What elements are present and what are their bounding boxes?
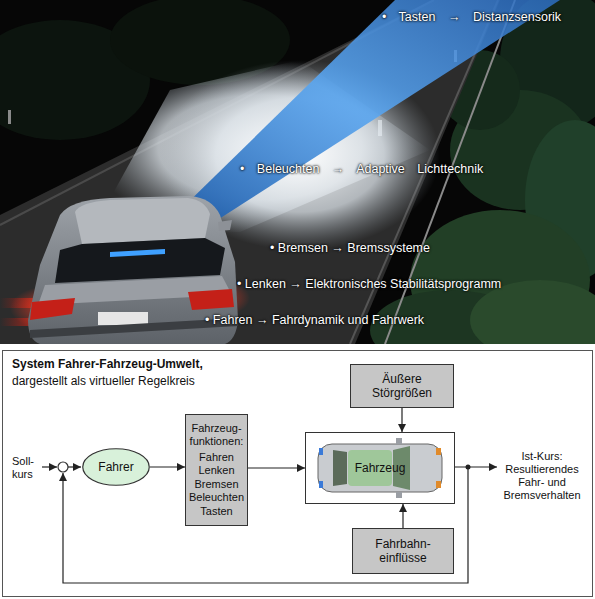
function-label: • Fahren → Fahrdynamik und Fahrwerk: [205, 313, 424, 327]
trees: [0, 0, 595, 344]
rear-window: [333, 450, 347, 486]
rear-light: [319, 481, 323, 488]
tail-light: [188, 289, 234, 310]
summing-junction: [58, 462, 68, 472]
function-label: • Tasten → Distanzsensorik: [382, 10, 561, 24]
node-item: Lenken: [198, 464, 234, 478]
function-label: • Bremsen → Bremssysteme: [270, 241, 430, 255]
flow-arrow: [150, 466, 185, 467]
input-arrow: [42, 466, 57, 467]
input-label: Soll- kurs: [12, 455, 44, 481]
road-influence-box: Fahrbahn- einflüsse: [352, 528, 454, 574]
front-light: [436, 481, 441, 488]
vehicle-box-fill: [305, 432, 455, 504]
diagram-title: System Fahrer-Fahrzeug-Umwelt, dargestel…: [12, 356, 252, 390]
vehicle-box: Fahrzeug: [305, 432, 455, 504]
rear-window: [55, 238, 225, 283]
node-item: Tasten: [200, 505, 232, 519]
front-light: [436, 448, 441, 455]
node-item: Bremsen: [194, 478, 238, 492]
car-body: [318, 444, 442, 492]
node-text: Fahrzeug: [355, 461, 406, 475]
side-mirror: [396, 438, 402, 444]
node-item: Fahren: [199, 451, 234, 465]
driver-ellipse: Fahrer: [82, 448, 150, 486]
sensor-beam: [172, 0, 560, 226]
flow-arrow: [402, 504, 403, 528]
tail-light: [30, 298, 75, 320]
ellipse-shape: [83, 449, 150, 486]
junction-arrow: [68, 466, 81, 467]
rear-light: [319, 448, 323, 455]
node-text: Fahrer: [98, 460, 133, 474]
node-text: Fahrzeug- funktionen:: [188, 422, 245, 449]
output-arrow: [455, 466, 497, 467]
license-plate: [98, 312, 148, 325]
node-item: Beleuchten: [189, 491, 244, 505]
panel-frame: [3, 351, 593, 597]
brake-light-strip: [110, 249, 165, 257]
side-mirror: [218, 220, 232, 231]
disturbance-box: Äußere Störgrößen: [350, 364, 454, 408]
flow-arrow: [248, 467, 305, 468]
function-label: • Lenken → Elektronisches Stabilitätspro…: [237, 277, 501, 291]
delineator-post: [8, 110, 11, 124]
side-mirror: [396, 492, 402, 498]
car-top-view: [318, 438, 442, 498]
function-label: • Beleuchten → Adaptive Lichttechnik: [240, 162, 483, 176]
output-label: Ist-Kurs: Resultierendes Fahr- und Brems…: [492, 450, 592, 502]
car-roof: [75, 198, 210, 244]
flow-arrow: [401, 408, 402, 432]
function-box: Fahrzeug- funktionen: FahrenLenkenBremsen…: [185, 414, 248, 526]
node-text: Fahrbahn- einflüsse: [359, 537, 447, 565]
node-text: Äußere Störgrößen: [357, 372, 447, 400]
panel-background: [0, 344, 595, 599]
